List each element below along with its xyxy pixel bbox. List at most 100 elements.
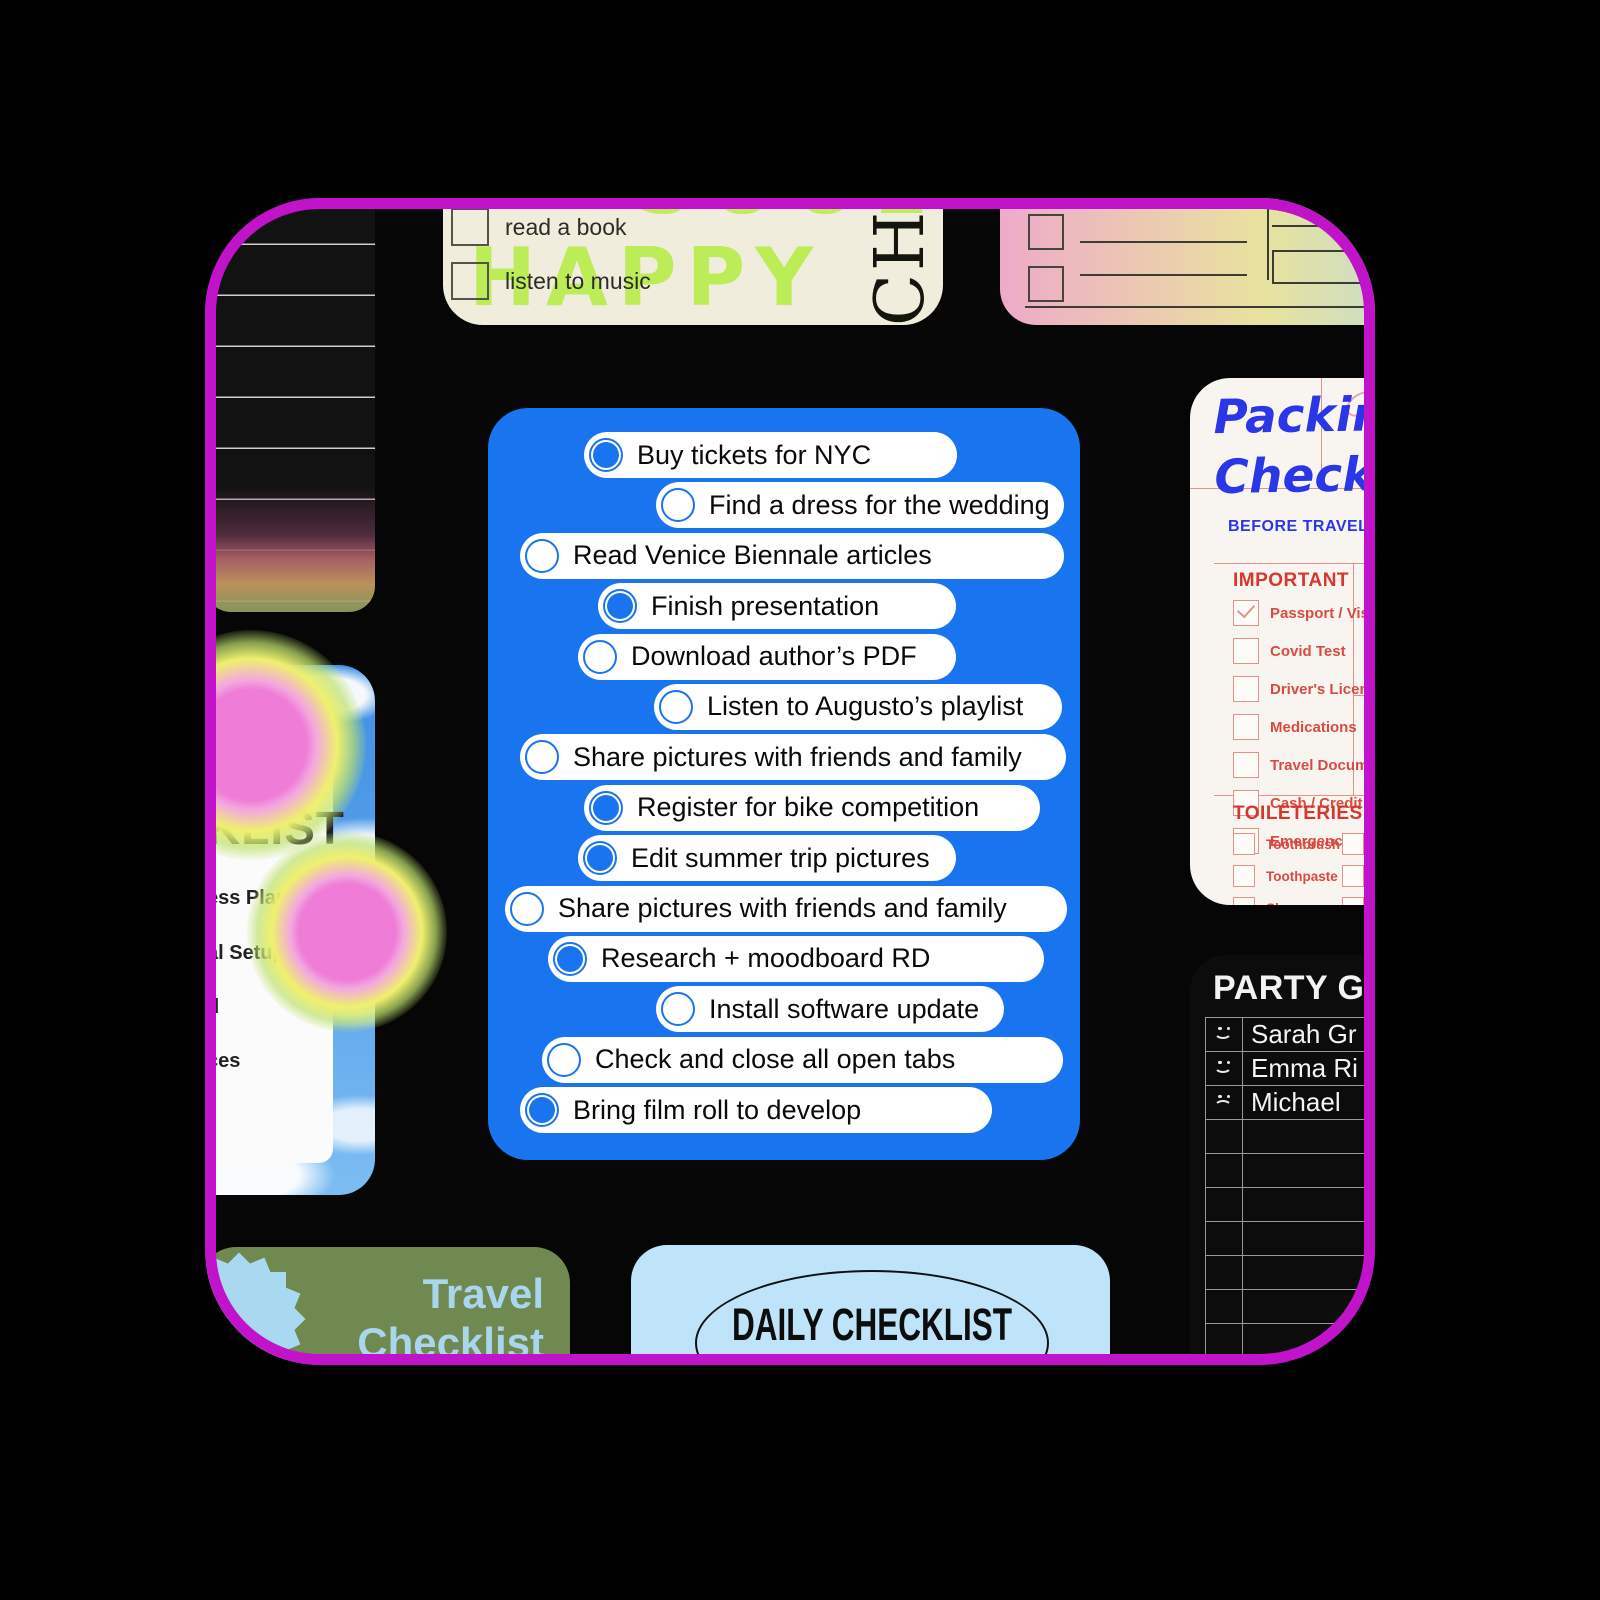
- todo-circle[interactable]: [553, 941, 587, 976]
- checkbox-icon[interactable]: [1233, 897, 1255, 905]
- todo-item[interactable]: Bring film roll to develop: [520, 1087, 992, 1134]
- todo-item[interactable]: Check and close all open tabs: [542, 1036, 1063, 1083]
- habit-row[interactable]: listen to music: [451, 262, 651, 300]
- packing-item[interactable]: Medications: [1233, 714, 1375, 740]
- todo-item[interactable]: Share pictures with friends and family: [505, 885, 1067, 932]
- gradient-note-card: [1000, 198, 1375, 325]
- checkbox-icon[interactable]: [1233, 600, 1259, 626]
- lined-note-card: [205, 198, 375, 612]
- todo-item[interactable]: Find a dress for the wedding: [656, 482, 1064, 529]
- todo-label: Read Venice Biennale articles: [573, 540, 932, 571]
- divider-line: [1267, 198, 1269, 280]
- guest-name: Michael: [1251, 1087, 1341, 1117]
- packing-item[interactable]: Toothbrush: [1233, 833, 1340, 855]
- packing-item-label: Shampoo: [1266, 901, 1328, 906]
- guest-row-empty[interactable]: [1206, 1256, 1375, 1290]
- grain-gradient: [205, 486, 375, 612]
- checkbox-icon[interactable]: [451, 262, 489, 300]
- important-list: Passport / Visa Covid Test Driver's Lice…: [1233, 600, 1375, 854]
- todo-label: Research + moodboard RD: [601, 943, 931, 974]
- checkbox-icon[interactable]: [1342, 833, 1364, 855]
- todo-item[interactable]: Buy tickets for NYC: [584, 432, 957, 478]
- todo-circle[interactable]: [583, 639, 617, 674]
- sky-item: ces: [207, 1050, 241, 1072]
- todo-label: Buy tickets for NYC: [637, 439, 872, 470]
- checkbox-icon[interactable]: [1233, 790, 1259, 816]
- checkbox-icon[interactable]: [1233, 833, 1255, 855]
- guest-row[interactable]: Michael: [1206, 1086, 1375, 1120]
- packing-item[interactable]: Cash / Credit Cards: [1233, 790, 1375, 816]
- guest-row-empty[interactable]: [1206, 1120, 1375, 1154]
- todo-item[interactable]: Download author’s PDF: [578, 633, 956, 680]
- ellipse-badge: DAILY CHECKLIST GOOD HABITS: [695, 1270, 1049, 1365]
- todo-label: Find a dress for the wedding: [709, 489, 1050, 520]
- guest-row[interactable]: Sarah Gr: [1206, 1018, 1375, 1052]
- frowny-face-icon: [1212, 1091, 1236, 1115]
- todo-item[interactable]: Listen to Augusto’s playlist: [654, 683, 1062, 730]
- habit-row[interactable]: read a book: [451, 208, 626, 246]
- checkbox-icon[interactable]: [1028, 214, 1064, 250]
- packing-item-label: Toothbrush: [1266, 836, 1340, 852]
- guest-row-empty[interactable]: [1206, 1154, 1375, 1188]
- todo-item[interactable]: Share pictures with friends and family: [520, 734, 1066, 781]
- packing-item-label: Toothpaste: [1266, 868, 1338, 884]
- checkbox-icon[interactable]: [451, 208, 489, 246]
- packing-item-label: Cash / Credit Cards: [1270, 794, 1375, 812]
- daily-title: DAILY CHECKLIST: [731, 1299, 1013, 1350]
- guest-row-empty[interactable]: [1206, 1290, 1375, 1324]
- todo-circle[interactable]: [510, 891, 544, 926]
- todo-label: Share pictures with friends and family: [573, 741, 1022, 772]
- grid-line: [1190, 488, 1375, 489]
- guest-row-empty[interactable]: [1206, 1188, 1375, 1222]
- packing-item-label: Covid Test: [1270, 642, 1346, 660]
- packing-item[interactable]: Covid Test: [1233, 638, 1375, 664]
- todo-circle[interactable]: [661, 488, 695, 523]
- packing-item[interactable]: Travel Documents: [1233, 752, 1375, 778]
- party-guest-card: PARTY GU Sarah Gr Emma Ri Michael: [1190, 955, 1375, 1365]
- checkbox-icon[interactable]: [1233, 865, 1255, 887]
- todo-circle[interactable]: [547, 1042, 581, 1077]
- happy-note-card: SOUL HAPPY read a book listen to music C…: [443, 198, 943, 325]
- guest-row-empty[interactable]: [1206, 1222, 1375, 1256]
- todo-circle[interactable]: [525, 1093, 559, 1128]
- packing-item[interactable]: Passport / Visa: [1233, 600, 1375, 626]
- todo-item[interactable]: Finish presentation: [598, 583, 956, 630]
- todo-item[interactable]: Edit summer trip pictures: [578, 835, 956, 882]
- checkbox-icon[interactable]: [1233, 638, 1259, 664]
- checkbox-icon[interactable]: [1028, 266, 1064, 302]
- todo-circle[interactable]: [589, 790, 623, 825]
- todo-circle[interactable]: [525, 740, 559, 775]
- packing-item[interactable]: Deodorant: [1342, 833, 1375, 855]
- section-title: TOILETERIES: [1233, 803, 1363, 824]
- todo-circle[interactable]: [525, 538, 559, 573]
- todo-item[interactable]: Research + moodboard RD: [548, 935, 1044, 982]
- checkbox-icon[interactable]: [1233, 714, 1259, 740]
- todo-item[interactable]: Read Venice Biennale articles: [520, 532, 1064, 579]
- starburst-icon: [205, 1252, 306, 1365]
- checkbox-icon[interactable]: [1342, 897, 1364, 905]
- packing-item[interactable]: Toothpaste: [1233, 865, 1340, 887]
- sky-item: d: [207, 996, 220, 1018]
- packing-item[interactable]: Shampoo: [1233, 897, 1340, 905]
- packing-subtitle: BEFORE TRAVELLING: [1228, 518, 1375, 535]
- todo-circle[interactable]: [583, 841, 617, 876]
- todo-circle[interactable]: [659, 689, 693, 724]
- toiletries-col2: Deodorant Sunscreen Lotion: [1342, 833, 1375, 905]
- guest-row[interactable]: Emma Ri: [1206, 1052, 1375, 1086]
- todo-item[interactable]: Register for bike competition: [584, 784, 1040, 831]
- packing-item[interactable]: Driver's License: [1233, 676, 1375, 702]
- todo-circle[interactable]: [589, 438, 623, 472]
- party-title: PARTY GU: [1213, 969, 1375, 1007]
- todo-circle[interactable]: [603, 589, 637, 624]
- checkbox-icon[interactable]: [1233, 752, 1259, 778]
- guest-row-empty[interactable]: [1206, 1324, 1375, 1358]
- packing-item[interactable]: Sunscreen: [1342, 865, 1375, 887]
- todo-item[interactable]: Install software update: [656, 986, 1004, 1033]
- checkbox-icon[interactable]: [1342, 865, 1364, 887]
- todo-circle[interactable]: [661, 992, 695, 1027]
- travel-checklist-card: Travel Checklist: [205, 1247, 570, 1365]
- todo-label: Listen to Augusto’s playlist: [707, 691, 1024, 722]
- checkbox-icon[interactable]: [1233, 676, 1259, 702]
- packing-item[interactable]: Lotion: [1342, 897, 1375, 905]
